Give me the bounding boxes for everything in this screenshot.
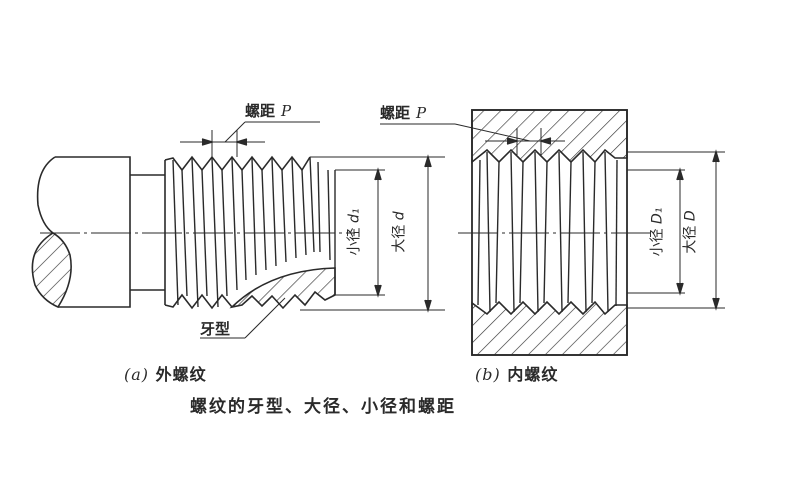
external-pitch-label: 螺距 P (245, 100, 291, 121)
internal-minor-diameter-label: 小径 D₁ (646, 208, 666, 257)
internal-minor-symbol: D₁ (649, 207, 666, 224)
external-caption-text: 外螺纹 (155, 365, 207, 384)
external-caption: (a) 外螺纹 (124, 361, 207, 385)
internal-pitch-text: 螺距 (380, 104, 411, 122)
external-pitch-text: 螺距 (245, 102, 276, 120)
external-major-diameter-label: 大径 d (389, 211, 409, 252)
external-major-symbol: d (391, 211, 408, 221)
internal-minor-text: 小径 (649, 228, 666, 257)
external-minor-symbol: d₁ (346, 208, 363, 224)
external-pitch-symbol: P (281, 102, 292, 120)
internal-caption: (b) 内螺纹 (475, 361, 558, 385)
external-caption-prefix: (a) (124, 365, 150, 384)
internal-major-symbol: D (682, 210, 699, 222)
internal-pitch-label: 螺距 P (380, 102, 426, 123)
external-thread (31, 121, 445, 339)
thread-profile-label: 牙型 (200, 320, 231, 338)
internal-thread (380, 109, 725, 356)
internal-major-text: 大径 (682, 225, 699, 254)
internal-caption-prefix: (b) (475, 365, 501, 384)
internal-caption-text: 内螺纹 (507, 365, 559, 384)
external-minor-text: 小径 (346, 227, 363, 256)
internal-major-diameter-label: 大径 D (680, 210, 700, 253)
external-minor-diameter-label: 小径 d₁ (343, 209, 363, 256)
external-major-text: 大径 (391, 224, 408, 253)
diagram-title: 螺纹的牙型、大径、小径和螺距 (190, 397, 456, 417)
internal-pitch-symbol: P (416, 104, 427, 122)
